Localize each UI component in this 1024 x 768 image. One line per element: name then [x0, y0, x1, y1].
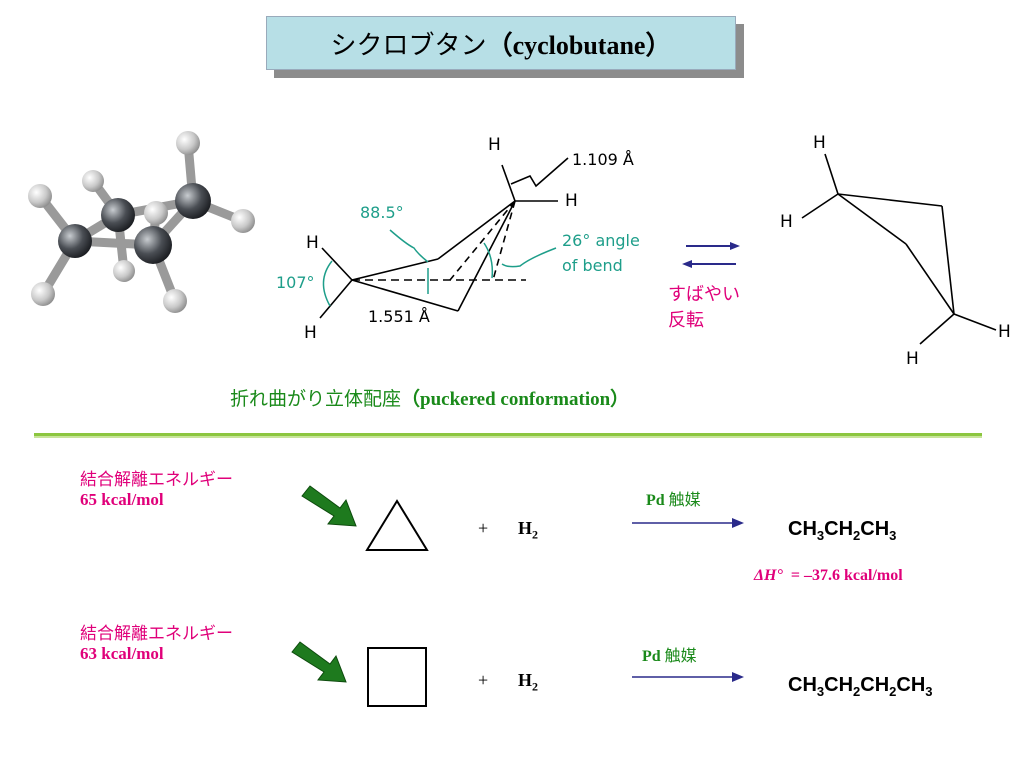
product-propane: CH3CH2CH3 [788, 518, 896, 543]
ball-and-stick-model [28, 131, 255, 313]
reagent-subscript: 2 [532, 679, 539, 694]
product-part: CH [788, 674, 817, 696]
hydrogen-reagent: H2 [518, 518, 538, 543]
bend-label-line2: of bend [562, 256, 623, 275]
cyclopropane-triangle [365, 499, 429, 551]
bond-energy-title: 結合解離エネルギー [80, 624, 233, 644]
bond-energy-label: 結合解離エネルギー 65 kcal/mol [80, 470, 233, 510]
caption-jp: 折れ曲がり立体配座 [230, 388, 402, 410]
enthalpy-label: ΔH° = –37.6 kcal/mol [754, 567, 903, 585]
conformation-caption: 折れ曲がり立体配座（puckered conformation） [230, 384, 629, 411]
product-part: CH [896, 674, 926, 696]
section-divider [34, 433, 982, 436]
reagent-symbol: H [518, 670, 533, 690]
product-subscript: 2 [853, 684, 861, 699]
h-label: H [488, 135, 501, 155]
title-jp: シクロブタン [330, 30, 487, 61]
ring-angle-label: 88.5° [360, 203, 404, 222]
h-label: H [780, 212, 793, 232]
reaction-arrow-icon [632, 672, 744, 682]
section-divider-shadow [34, 436, 982, 438]
product-subscript: 2 [889, 684, 897, 699]
h-label: H [565, 191, 578, 211]
catalyst-label: Pd 触媒 [646, 486, 701, 510]
green-arrow-icon [291, 641, 347, 683]
reagent-symbol: H [518, 518, 533, 538]
enthalpy-symbol: ΔH° [754, 567, 783, 584]
h-label: H [306, 233, 319, 253]
product-part: CH [860, 674, 890, 696]
product-part: CH [824, 518, 854, 540]
h-label: H [304, 323, 317, 343]
reagent-subscript: 2 [532, 527, 539, 542]
hch-angle-label: 107° [276, 273, 315, 292]
h-label: H [813, 133, 826, 153]
product-butane: CH3CH2CH2CH3 [788, 674, 933, 699]
caption-en: （puckered conformation） [401, 389, 630, 410]
product-part: CH [824, 674, 854, 696]
reaction-arrow-icon [632, 518, 744, 528]
catalyst-label: Pd 触媒 [642, 642, 697, 666]
product-part: CH [788, 518, 817, 540]
bond-energy-label: 結合解離エネルギー 63 kcal/mol [80, 624, 233, 664]
catalyst-jp: 触媒 [664, 646, 697, 665]
rapid-flip-line1: すばやい [668, 284, 740, 305]
bond-length-cc-label: 1.551 Å [368, 307, 430, 326]
rapid-flip-label: すばやい 反転 [668, 282, 740, 334]
green-arrow-icon [301, 485, 357, 527]
puckered-geometry-diagram: H H H H 1.109 Å 1.551 Å 88.5° 107° 26° a… [276, 135, 640, 343]
bend-label-line1: 26° angle [562, 231, 640, 250]
h-label: H [998, 322, 1011, 342]
product-subscript: 3 [816, 684, 825, 699]
title-en: （cyclobutane） [486, 30, 672, 60]
catalyst-en: Pd [646, 492, 665, 509]
flipped-structure-diagram: H H H H [780, 133, 1011, 369]
product-subscript: 3 [889, 528, 897, 543]
cyclobutane-square [367, 647, 427, 707]
catalyst-jp: 触媒 [668, 490, 701, 509]
bond-energy-title: 結合解離エネルギー [80, 470, 233, 490]
bond-length-ch-label: 1.109 Å [572, 150, 634, 169]
rapid-flip-line2: 反転 [668, 310, 704, 331]
hydrogen-reagent: H2 [518, 670, 538, 695]
product-part: CH [860, 518, 890, 540]
product-subscript: 2 [853, 528, 861, 543]
page-title: シクロブタン（cyclobutane） [266, 16, 736, 70]
bond-energy-value: 63 kcal/mol [80, 644, 164, 663]
plus-sign: + [478, 670, 489, 690]
equilibrium-arrows-icon [682, 242, 740, 268]
product-subscript: 3 [816, 528, 825, 543]
plus-sign: + [478, 518, 489, 538]
bond-energy-value: 65 kcal/mol [80, 490, 164, 509]
enthalpy-value: = –37.6 kcal/mol [790, 567, 903, 584]
catalyst-en: Pd [642, 648, 661, 665]
h-label: H [906, 349, 919, 369]
product-subscript: 3 [925, 684, 933, 699]
